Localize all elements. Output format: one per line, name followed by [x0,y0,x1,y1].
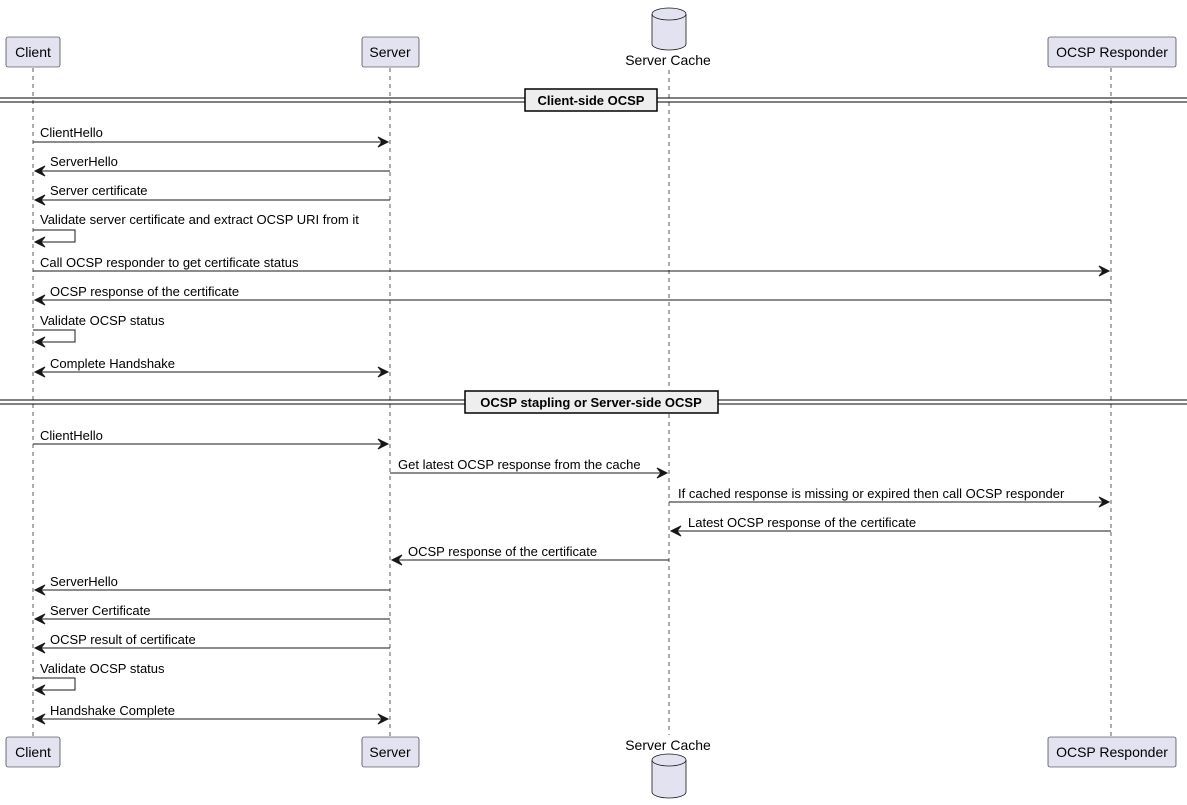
participant-server-cache-top: Server Cache [625,7,711,68]
message-label: Server certificate [50,183,148,198]
participant-ocsp-responder-bottom: OCSP Responder [1047,736,1177,768]
message-server-hello-2: ServerHello [33,574,390,596]
message-server-certificate-2: Server Certificate [33,603,390,625]
message-label: Handshake Complete [50,703,175,718]
message-latest-ocsp-response: Latest OCSP response of the certificate [669,515,1111,537]
message-call-ocsp-responder: Call OCSP responder to get certificate s… [33,255,1111,277]
message-handshake-complete: Handshake Complete [33,703,390,725]
divider-label: OCSP stapling or Server-side OCSP [480,395,702,410]
database-icon [651,7,687,51]
participant-client-bottom: Client [5,736,61,768]
message-label: Server Certificate [50,603,150,618]
participant-ocsp-responder-top: OCSP Responder [1047,36,1177,68]
message-label: Validate server certificate and extract … [40,212,359,227]
message-label: ServerHello [50,574,118,589]
participant-server-top: Server [361,36,420,68]
participant-label: Server Cache [625,737,711,753]
message-self-validate-ocsp-status: Validate OCSP status [33,313,165,348]
message-label: OCSP result of certificate [50,632,196,647]
message-label: ClientHello [40,428,103,443]
message-label: OCSP response of the certificate [408,544,597,559]
participant-label: OCSP Responder [1056,744,1168,760]
participant-label: Server [369,44,411,60]
message-label: If cached response is missing or expired… [678,486,1065,501]
divider-label: Client-side OCSP [538,93,645,108]
message-get-from-cache: Get latest OCSP response from the cache [390,457,669,479]
message-ocsp-result: OCSP result of certificate [33,632,390,654]
message-label: Validate OCSP status [40,661,165,676]
message-label: Get latest OCSP response from the cache [398,457,641,472]
participant-label: Client [15,44,51,60]
message-ocsp-response-to-server: OCSP response of the certificate [390,544,669,566]
message-label: Latest OCSP response of the certificate [688,515,916,530]
message-label: Complete Handshake [50,356,175,371]
message-server-hello: ServerHello [33,154,390,177]
participant-server-cache-bottom: Server Cache [625,737,711,799]
participant-server-bottom: Server [361,736,420,768]
participant-label: Server [369,744,411,760]
database-icon [651,753,687,799]
message-ocsp-response: OCSP response of the certificate [33,284,1111,306]
message-label: ClientHello [40,125,103,140]
message-label: ServerHello [50,154,118,169]
message-label: Call OCSP responder to get certificate s… [40,255,299,270]
participant-client-top: Client [5,36,61,68]
divider-ocsp-stapling: OCSP stapling or Server-side OCSP [0,390,1187,414]
message-label: OCSP response of the certificate [50,284,239,299]
message-complete-handshake: Complete Handshake [33,356,390,378]
message-self-validate-ocsp-status-2: Validate OCSP status [33,661,165,696]
participant-label: OCSP Responder [1056,44,1168,60]
participant-label: Client [15,744,51,760]
message-server-certificate: Server certificate [33,183,390,206]
message-client-hello: ClientHello [33,125,390,148]
message-self-validate-certificate: Validate server certificate and extract … [33,212,359,248]
participant-label: Server Cache [625,52,711,68]
message-client-hello-2: ClientHello [33,428,390,450]
message-call-ocsp-if-missing: If cached response is missing or expired… [669,486,1111,508]
message-label: Validate OCSP status [40,313,165,328]
divider-client-side-ocsp: Client-side OCSP [0,88,1187,112]
